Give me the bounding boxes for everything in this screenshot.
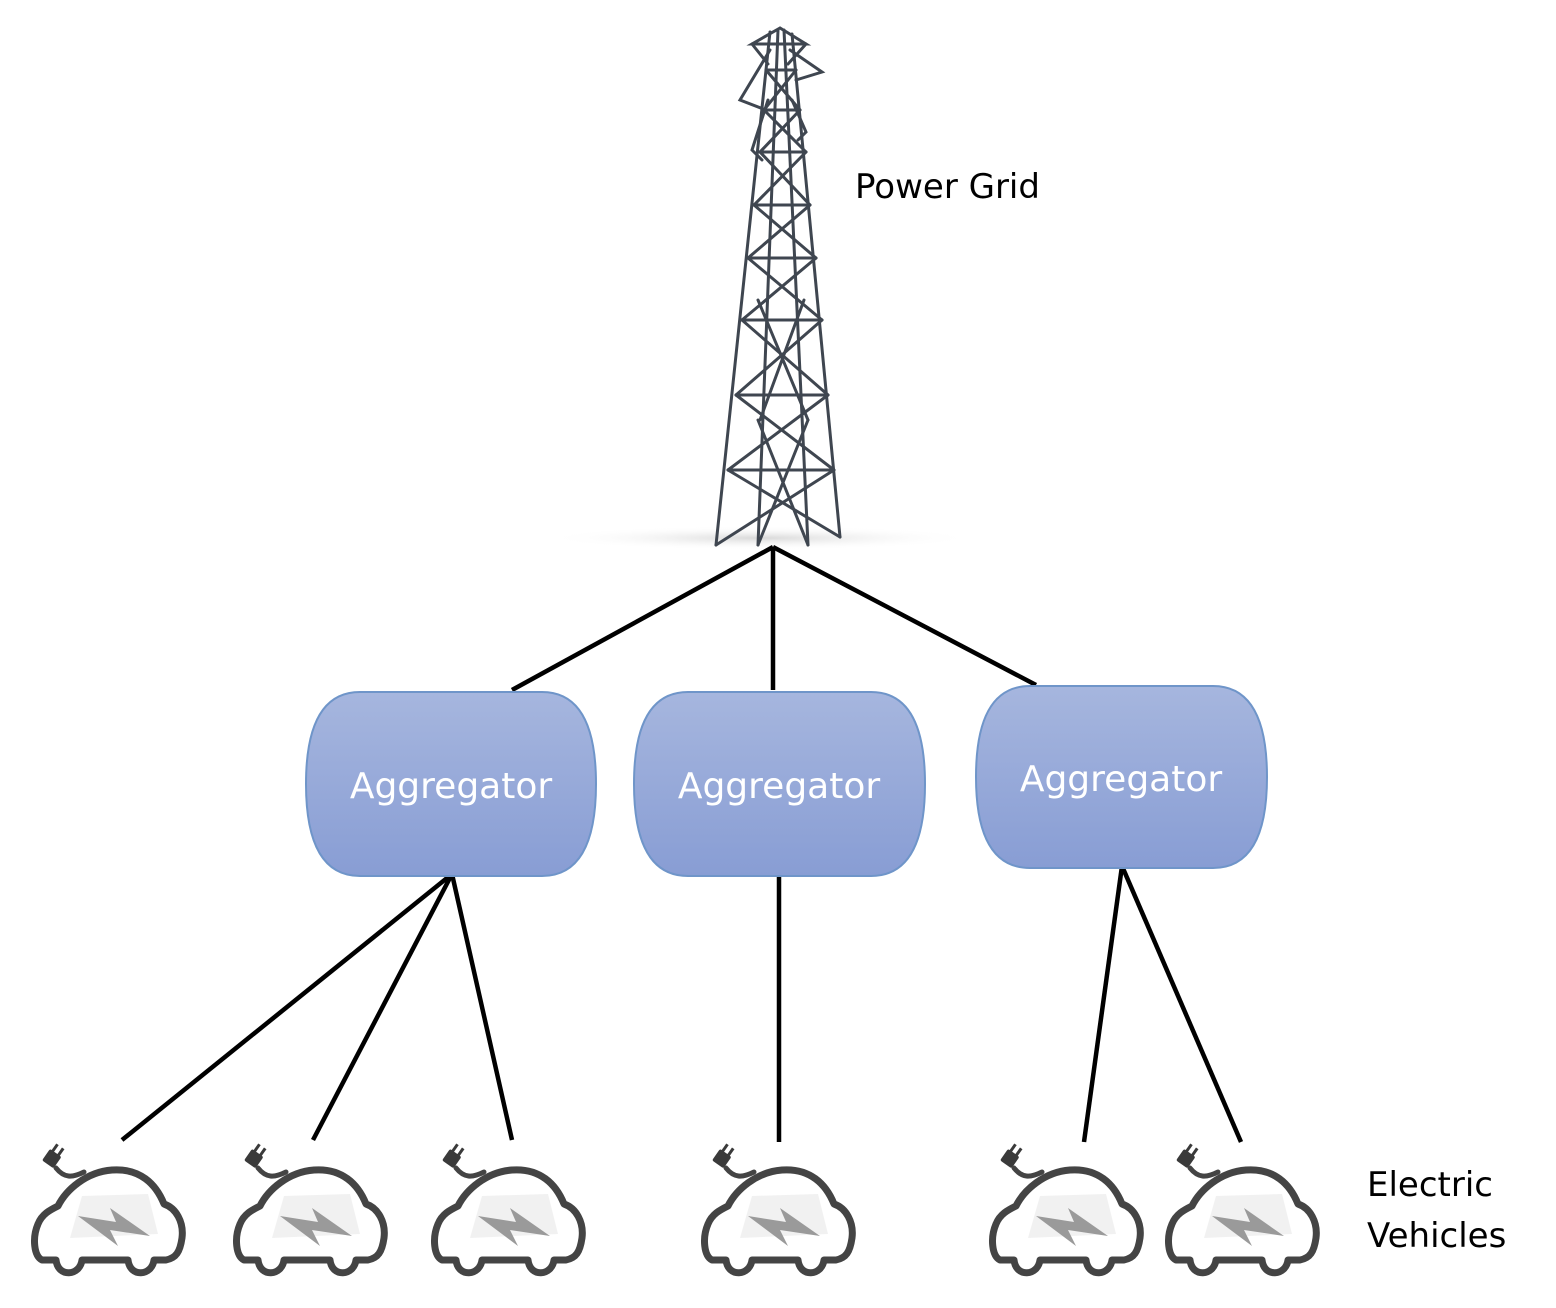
aggregator-1-to-ev-2 bbox=[311, 872, 454, 1142]
electric-vehicles-label-line1: Electric bbox=[1367, 1165, 1493, 1205]
power-grid-label: Power Grid bbox=[855, 167, 1040, 207]
aggregator-label: Aggregator bbox=[350, 766, 553, 807]
aggregator-1-to-ev-1 bbox=[120, 872, 454, 1142]
aggregator-3-to-ev-6 bbox=[1119, 865, 1244, 1143]
aggregator-label: Aggregator bbox=[1020, 759, 1223, 800]
transmission-tower-icon bbox=[545, 26, 975, 550]
aggregator-3-to-ev-5 bbox=[1081, 865, 1125, 1143]
connection-lines bbox=[120, 545, 1244, 1143]
aggregator-1-to-ev-3 bbox=[449, 873, 515, 1141]
grid-to-aggregator-1 bbox=[510, 545, 775, 692]
electric-vehicles-label-line2: Vehicles bbox=[1367, 1216, 1507, 1256]
electric-vehicles-label: Electric Vehicles bbox=[1367, 1160, 1506, 1262]
aggregator-label: Aggregator bbox=[678, 766, 881, 807]
grid-to-aggregator-3 bbox=[771, 545, 1038, 687]
electric-car-icon bbox=[993, 1142, 1141, 1272]
electric-car-icon bbox=[237, 1142, 385, 1272]
electric-car-icon bbox=[35, 1142, 183, 1272]
electric-car-icon bbox=[705, 1142, 853, 1272]
aggregator-node: Aggregator bbox=[632, 691, 927, 877]
electric-car-icon bbox=[1169, 1142, 1317, 1272]
electric-car-icon bbox=[435, 1142, 583, 1272]
aggregator-node: Aggregator bbox=[304, 691, 598, 877]
aggregator-node: Aggregator bbox=[974, 685, 1269, 869]
